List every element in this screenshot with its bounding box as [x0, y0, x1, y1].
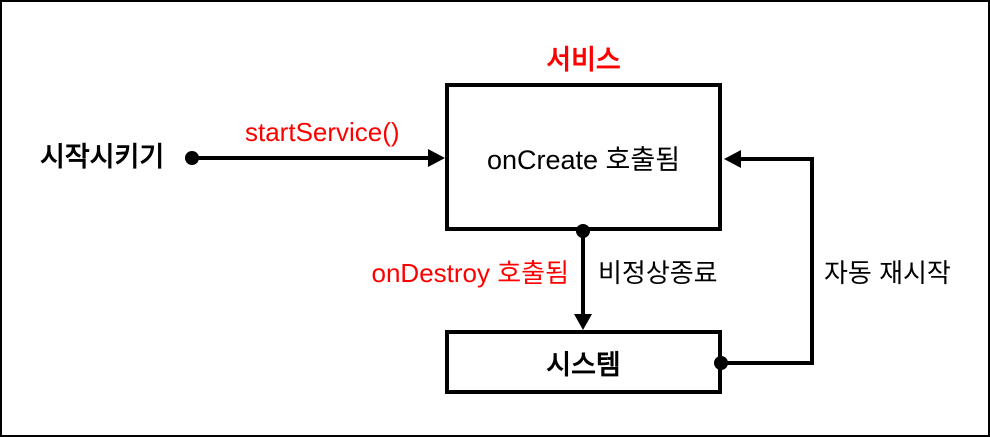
start-junction-dot — [185, 151, 199, 165]
system-node-box: 시스템 — [445, 330, 722, 394]
abnormal-exit-label: 비정상종료 — [598, 258, 718, 288]
service-node-box: onCreate 호출됨 — [445, 83, 722, 231]
terminate-arrowhead-icon — [574, 314, 592, 330]
service-state-label: onCreate 호출됨 — [486, 144, 681, 175]
start-service-call-label: startService() — [245, 117, 400, 147]
auto-restart-label: 자동 재시작 — [824, 258, 951, 288]
system-label: 시스템 — [546, 349, 621, 380]
start-arrowhead-icon — [428, 149, 445, 167]
start-label: 시작시키기 — [40, 142, 165, 172]
restart-connector-line — [721, 157, 814, 365]
ondestroy-label: onDestroy 호출됨 — [371, 258, 569, 288]
service-title-label: 서비스 — [546, 45, 621, 75]
restart-arrowhead-icon — [724, 150, 741, 168]
